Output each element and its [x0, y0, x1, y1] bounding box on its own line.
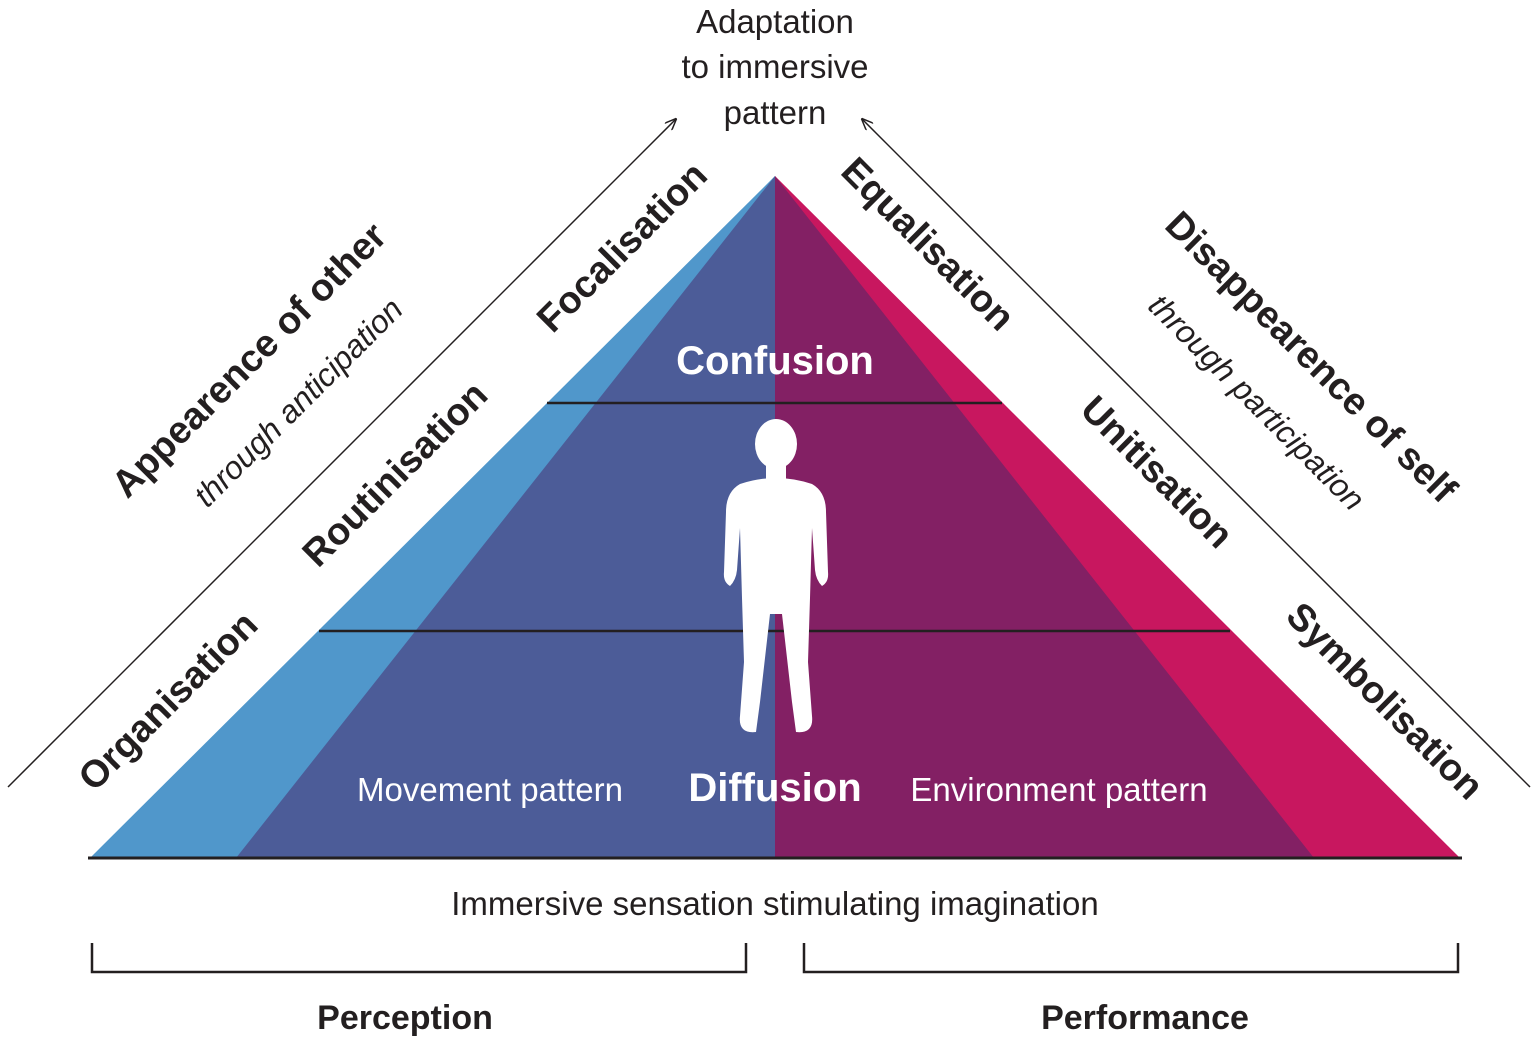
tier-diffusion: Diffusion	[688, 766, 861, 810]
base-label: Immersive sensation stimulating imaginat…	[451, 885, 1098, 922]
perception-label: Perception	[317, 999, 493, 1037]
performance-bracket	[802, 943, 1460, 974]
pyramid-right-inner-area	[775, 176, 1314, 858]
top-label-line1: Adaptation	[696, 3, 854, 40]
environment-pattern-label: Environment pattern	[910, 771, 1207, 808]
right-arrow-line	[862, 119, 1531, 788]
human-silhouette-icon	[723, 419, 829, 733]
pyramid-left-inner-area	[236, 176, 775, 858]
left-arrow-line	[7, 119, 676, 788]
perception-bracket	[90, 943, 748, 974]
top-label-line3: pattern	[724, 94, 827, 131]
movement-pattern-label: Movement pattern	[357, 771, 623, 808]
performance-label: Performance	[1041, 999, 1249, 1037]
tier-confusion: Confusion	[676, 339, 874, 383]
top-label-line2: to immersive	[681, 48, 868, 85]
